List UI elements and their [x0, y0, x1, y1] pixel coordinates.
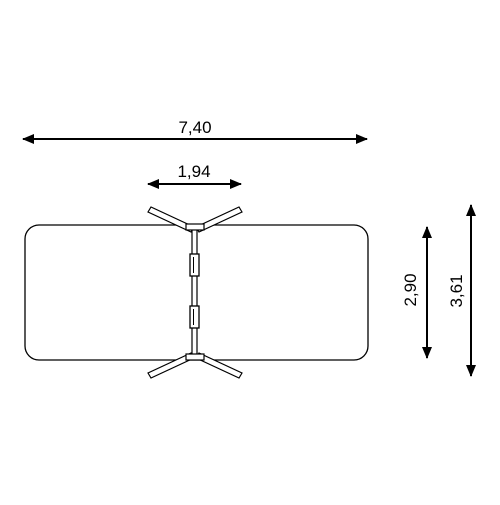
overall-width-label: 7,40 [178, 118, 211, 137]
overall-height-label: 3,61 [447, 274, 466, 307]
hinge-plate-lower [189, 305, 200, 329]
bottom-leg-bracket [147, 352, 243, 379]
frame-width-label: 1,94 [177, 162, 210, 181]
central-frame [147, 206, 243, 379]
frame-post [191, 225, 198, 360]
body-height-label: 2,90 [401, 273, 420, 306]
top-leg-bracket [147, 206, 243, 233]
hinge-plate-upper [189, 253, 200, 277]
